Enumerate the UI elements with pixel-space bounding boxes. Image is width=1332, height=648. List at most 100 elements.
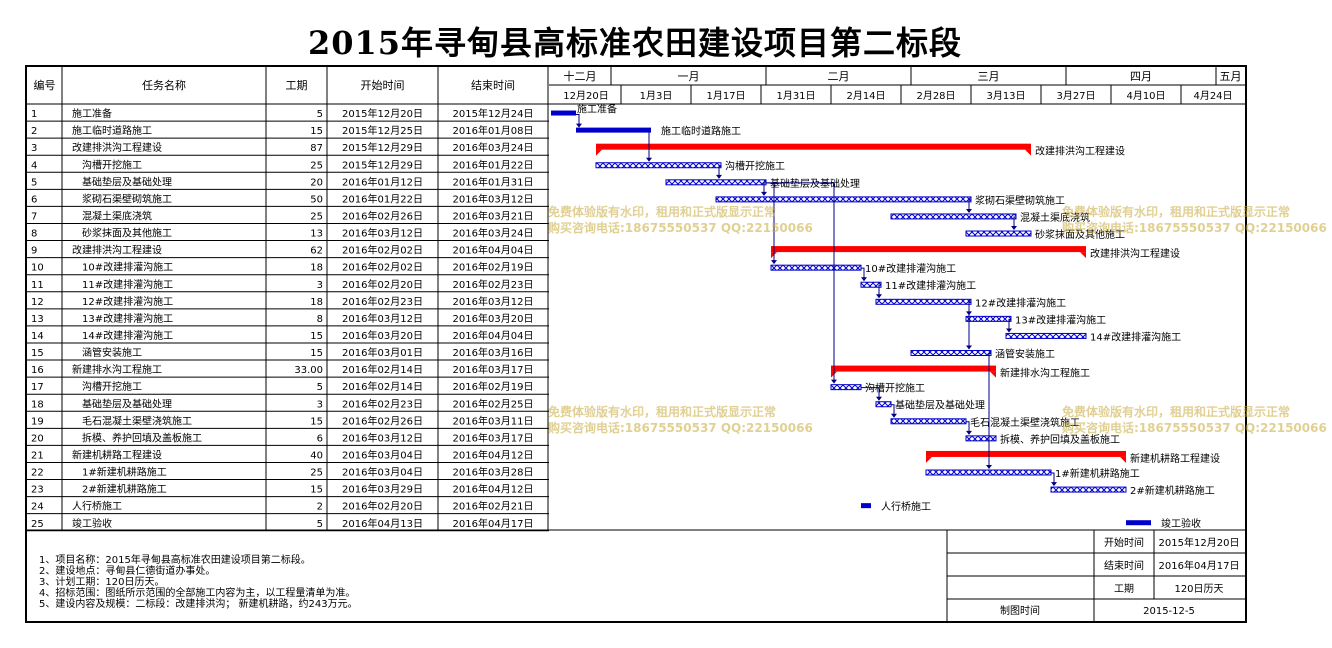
dependency-line bbox=[648, 131, 651, 161]
task-id: 7 bbox=[31, 211, 37, 222]
task-end: 2016年01月22日 bbox=[453, 158, 534, 171]
task-id: 6 bbox=[31, 194, 37, 205]
bar-label: 改建排洪沟工程建设 bbox=[1090, 247, 1180, 260]
task-duration: 33.00 bbox=[294, 365, 323, 376]
task-end: 2016年03月24日 bbox=[453, 141, 534, 154]
info-label: 制图时间 bbox=[1000, 604, 1040, 617]
watermark-line: 购买咨询电话:18675550537 QQ:22150066 bbox=[548, 421, 813, 435]
task-end: 2016年04月12日 bbox=[453, 483, 534, 496]
dependency-line bbox=[1051, 472, 1055, 486]
task-id: 24 bbox=[31, 502, 44, 513]
task-id: 16 bbox=[31, 365, 44, 376]
note-line: 4、招标范围：图纸所示范围的全部施工内容为主，以工程量清单为准。 bbox=[39, 588, 356, 599]
task-start: 2016年02月20日 bbox=[342, 500, 423, 513]
watermark-line: 免费体验版有水印，租用和正式版显示正常 bbox=[548, 405, 777, 419]
task-start: 2015年12月29日 bbox=[342, 158, 423, 171]
task-id: 25 bbox=[31, 519, 44, 530]
task-duration: 40 bbox=[310, 450, 323, 461]
task-start: 2016年02月26日 bbox=[342, 414, 423, 427]
dependency-arrow bbox=[831, 379, 837, 384]
task-id: 20 bbox=[31, 433, 44, 444]
task-name: 14#改建排灌沟施工 bbox=[82, 329, 173, 342]
task-id: 2 bbox=[31, 126, 37, 137]
task-start: 2016年02月26日 bbox=[342, 209, 423, 222]
task-name: 沟槽开挖施工 bbox=[82, 158, 142, 171]
task-duration: 25 bbox=[310, 468, 323, 479]
dependency-line bbox=[966, 421, 970, 434]
month-label: 十二月 bbox=[564, 69, 597, 83]
task-id: 21 bbox=[31, 450, 44, 461]
task-name: 竣工验收 bbox=[72, 517, 112, 530]
task-start: 2016年02月23日 bbox=[342, 295, 423, 308]
bar-label: 新建机耕路工程建设 bbox=[1130, 452, 1220, 465]
info-value: 2015年12月20日 bbox=[1159, 536, 1240, 549]
task-name: 13#改建排灌沟施工 bbox=[82, 312, 173, 325]
bar-label: 沟槽开挖施工 bbox=[725, 160, 785, 173]
task-bar-hatched bbox=[1050, 486, 1127, 493]
task-bar-hatched bbox=[1005, 332, 1087, 339]
task-end: 2015年12月24日 bbox=[453, 107, 534, 120]
task-name: 新建排水沟工程施工 bbox=[72, 363, 162, 376]
summary-bar bbox=[926, 450, 1126, 457]
task-duration: 15 bbox=[310, 331, 323, 342]
task-end: 2016年03月12日 bbox=[453, 192, 534, 205]
month-label: 一月 bbox=[678, 70, 700, 83]
task-end: 2016年02月19日 bbox=[453, 380, 534, 393]
task-duration: 3 bbox=[317, 399, 323, 410]
table-header-3: 开始时间 bbox=[361, 78, 405, 92]
task-id: 10 bbox=[31, 263, 44, 274]
task-end: 2016年03月28日 bbox=[453, 466, 534, 479]
task-end: 2016年03月16日 bbox=[453, 346, 534, 359]
task-start: 2016年03月12日 bbox=[342, 312, 423, 325]
task-end: 2016年01月31日 bbox=[453, 175, 534, 188]
watermark-line: 购买咨询电话:18675550537 QQ:22150066 bbox=[1062, 221, 1327, 235]
task-bar-hatched bbox=[665, 179, 767, 186]
bar-label: 毛石混凝土渠壁浇筑施工 bbox=[970, 416, 1080, 429]
task-bar-hatched bbox=[770, 264, 862, 271]
task-start: 2015年12月25日 bbox=[342, 124, 423, 137]
task-id: 12 bbox=[31, 297, 44, 308]
task-bar-hatched bbox=[910, 350, 992, 357]
note-line: 5、建设内容及规模：二标段：改建排洪沟； 新建机耕路，约243万元。 bbox=[39, 599, 358, 610]
task-end: 2016年03月20日 bbox=[453, 312, 534, 325]
task-duration: 2 bbox=[317, 502, 323, 513]
dependency-line bbox=[988, 353, 991, 469]
summary-bar bbox=[596, 143, 1031, 150]
note-line: 2、建设地点：寻甸县仁德街道办事处。 bbox=[39, 566, 216, 577]
task-duration: 3 bbox=[317, 280, 323, 291]
task-start: 2016年02月14日 bbox=[342, 363, 423, 376]
task-duration: 13 bbox=[310, 229, 323, 240]
task-start: 2016年02月02日 bbox=[342, 261, 423, 274]
task-start: 2016年03月04日 bbox=[342, 448, 423, 461]
task-name: 新建机耕路工程建设 bbox=[72, 448, 162, 461]
task-end: 2016年04月12日 bbox=[453, 448, 534, 461]
task-name: 11#改建排灌沟施工 bbox=[82, 278, 173, 291]
dependency-arrow bbox=[966, 345, 972, 350]
task-start: 2016年01月12日 bbox=[342, 175, 423, 188]
dependency-line bbox=[1008, 318, 1011, 332]
dependency-arrow bbox=[966, 430, 972, 435]
page-title: 2015年寻甸县高标准农田建设项目第二标段 bbox=[307, 24, 963, 62]
dependency-line bbox=[861, 267, 865, 281]
task-name: 10#改建排灌沟施工 bbox=[82, 261, 173, 274]
task-id: 4 bbox=[31, 160, 37, 171]
task-end: 2016年02月23日 bbox=[453, 278, 534, 291]
task-id: 3 bbox=[31, 143, 37, 154]
month-label: 三月 bbox=[978, 70, 1000, 83]
task-name: 毛石混凝土渠壁浇筑施工 bbox=[82, 414, 192, 427]
task-id: 18 bbox=[31, 399, 44, 410]
info-value: 120日历天 bbox=[1174, 583, 1223, 595]
task-bar-hatched bbox=[925, 469, 1052, 476]
task-start: 2016年04月13日 bbox=[342, 517, 423, 530]
summary-cap-right bbox=[990, 371, 996, 378]
note-line: 3、计划工期：120日历天。 bbox=[39, 577, 165, 588]
task-start: 2015年12月20日 bbox=[342, 107, 423, 120]
task-id: 23 bbox=[31, 485, 44, 496]
task-bar-hatched bbox=[965, 315, 1012, 322]
watermark-line: 免费体验版有水印，租用和正式版显示正常 bbox=[1062, 405, 1291, 419]
dependency-arrow bbox=[1011, 226, 1017, 231]
task-id: 17 bbox=[31, 382, 44, 393]
task-bar-hatched bbox=[830, 384, 862, 391]
task-id: 8 bbox=[31, 229, 37, 240]
task-start: 2016年03月01日 bbox=[342, 346, 423, 359]
